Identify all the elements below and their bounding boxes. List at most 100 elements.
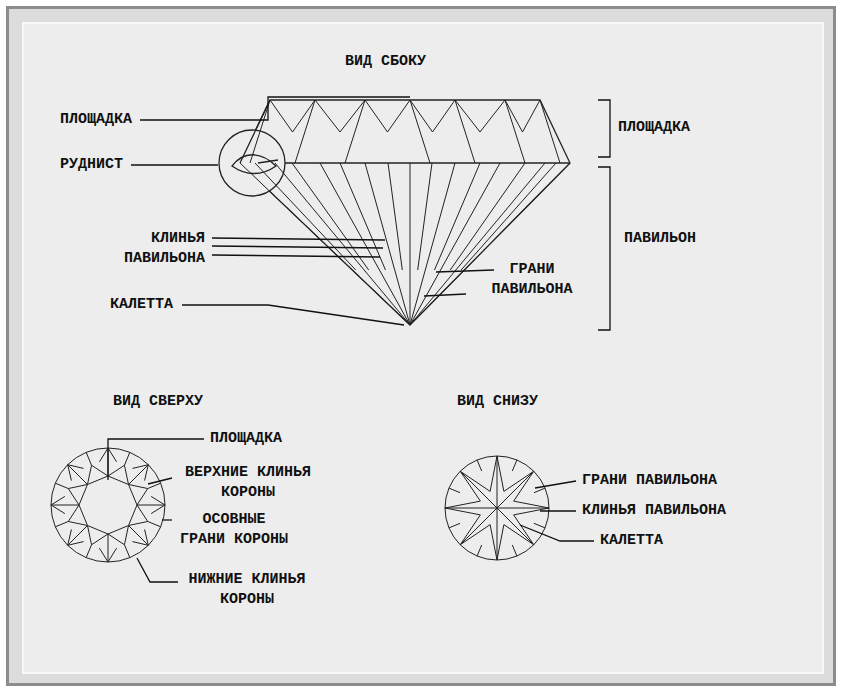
facet-line [455,100,480,132]
facet-line [148,521,161,526]
facet-line [86,452,91,465]
facet-line [514,501,549,508]
facet-line [68,505,79,521]
facet-line [129,484,137,505]
facet-line [450,163,525,270]
facet-line [460,471,490,491]
facet-line [68,526,88,546]
facet-line [137,505,148,521]
facet-line [480,100,505,132]
facet-line [87,476,108,484]
view-heading: ВИД СНИЗУ [457,392,538,412]
facet-line [512,460,517,471]
facet-line [449,523,460,528]
facet-line [460,471,497,508]
facet-line [365,163,410,325]
facet-line [410,100,430,163]
facet-line [87,526,108,534]
facet-line [68,465,84,469]
facet-line [108,448,117,462]
facet-line [490,456,497,491]
bracket-label: ПЛОЩАДКА [618,118,690,138]
facet-line [497,525,504,560]
facet-line [477,460,482,471]
facet-line [505,100,525,163]
facet-line [86,545,91,558]
facet-line [68,542,84,546]
facet-line [151,505,165,514]
facet-line [145,465,149,481]
facet-line [68,529,72,545]
facet-line [108,534,124,545]
facet-line [129,484,148,488]
facet-line [129,526,149,546]
part-label: ГРАНИ ПАВИЛЬОНА [582,471,717,491]
part-label: ВЕРХНИЕ КЛИНЬЯ КОРОНЫ [178,463,318,503]
facet-line [68,489,79,505]
facet-line [433,100,456,132]
facet-line [124,526,128,545]
view-heading: ВИД СБОКУ [345,52,426,72]
facet-line [124,465,128,484]
part-label: ОСОВНЫЕ ГРАНИ КОРОНЫ [178,510,290,550]
facet-line [292,163,369,270]
part-label: ГРАНИ ПАВИЛЬОНА [484,260,580,300]
bracket-label: ПАВИЛЬОН [624,229,696,249]
facet-line [410,163,570,325]
facet-line [388,163,402,270]
facet-line [460,515,480,545]
facet-line [270,100,293,132]
facet-line [504,525,534,545]
facet-line [410,100,433,132]
facet-line [504,471,534,491]
part-label: КЛИНЬЯ ПАВИЛЬОНА [582,501,726,521]
facet-line [68,465,88,485]
facet-line [388,100,411,132]
facet-line [87,465,91,484]
facet-line [129,465,149,485]
facet-line [87,526,91,545]
facet-line [497,508,534,545]
facet-line [132,465,148,469]
part-label: КАЛЕТТА [600,531,663,551]
facet-line [137,489,148,505]
facet-line [410,163,411,325]
facet-line [497,456,498,508]
part-label: ПЛОЩАДКА [60,110,132,130]
leader-lines [108,97,610,582]
part-label: КАЛЕТТА [110,295,173,315]
facet-line [345,100,365,163]
facet-line [460,508,497,545]
facet-line [461,163,556,270]
facet-line [410,163,455,325]
facet-line [92,534,108,545]
facet-line [455,100,475,163]
facet-line [445,501,480,508]
facet-line [445,508,480,515]
facet-line [410,163,545,325]
facet-line [92,465,108,476]
part-label: ПЛОЩАДКА [210,429,282,449]
facet-line [132,542,148,546]
facet-line [315,100,340,132]
facet-line [240,163,410,325]
facet-line [255,163,356,270]
part-label: КЛИНЬЯ ПАВИЛЬОНА [115,229,205,269]
facet-line [523,100,541,132]
facet-line [410,163,500,325]
facet-line [497,508,549,509]
facet-line [295,100,315,163]
facet-line [449,488,460,493]
facet-line [340,163,386,270]
facet-line [540,100,560,163]
facet-line [145,529,149,545]
facet-line [51,505,79,506]
facet-line [99,448,108,462]
facet-line [68,465,72,481]
facet-line [79,484,87,505]
facet-line [51,505,65,514]
bottom-view-diamond [445,456,549,560]
facet-line [137,505,165,506]
